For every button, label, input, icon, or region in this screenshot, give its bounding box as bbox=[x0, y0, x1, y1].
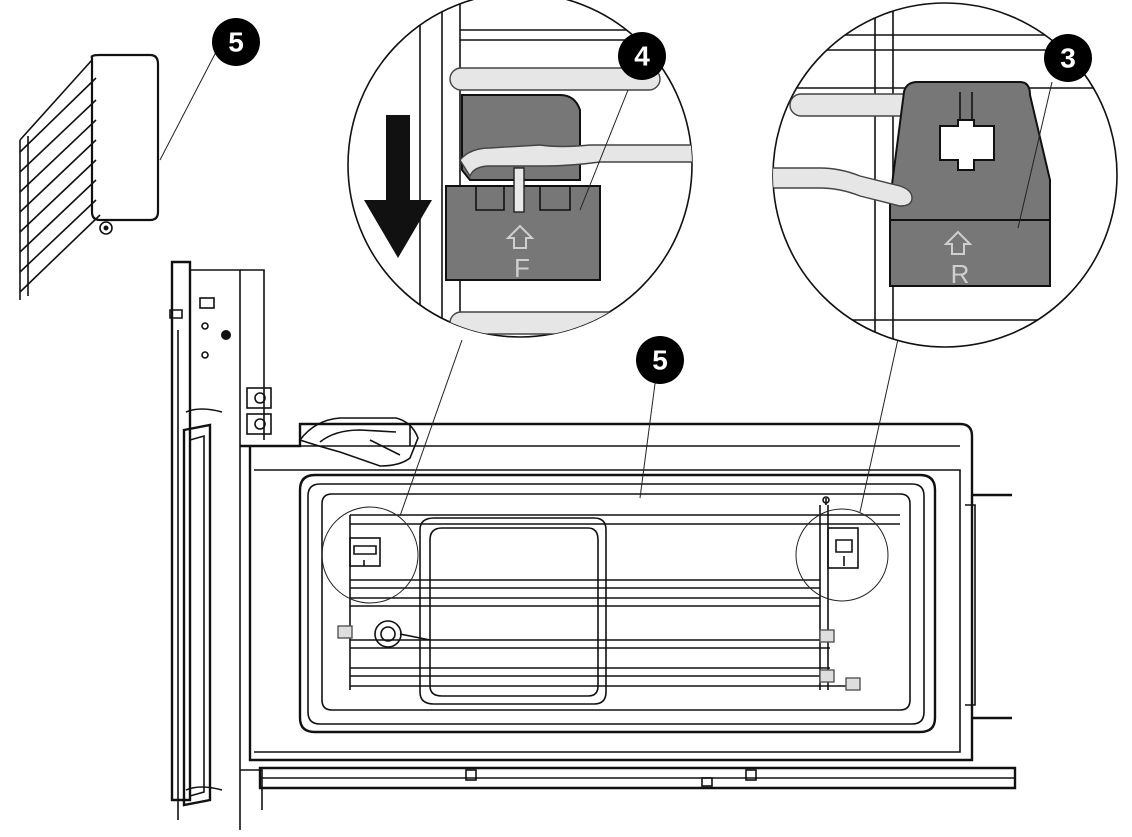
front-clip-detail-circle-small bbox=[321, 506, 419, 604]
leader-line-5-top-left bbox=[159, 51, 217, 161]
svg-text:5: 5 bbox=[652, 345, 668, 376]
svg-text:4: 4 bbox=[634, 41, 650, 72]
rear-clip-detail-circle-small bbox=[795, 508, 889, 602]
leader-line-4 bbox=[579, 89, 629, 211]
svg-text:5: 5 bbox=[228, 27, 244, 58]
top-handle-bracket bbox=[298, 417, 419, 467]
callout-5-center: 5 bbox=[636, 336, 684, 384]
callout-3: 3 bbox=[1044, 34, 1092, 82]
oven-door-frame bbox=[169, 260, 272, 830]
callout-4: 4 bbox=[618, 32, 666, 80]
rear-clip-magnified-view: R bbox=[772, 2, 1118, 348]
side-rack-sketch bbox=[19, 53, 160, 300]
svg-text:3: 3 bbox=[1060, 43, 1076, 74]
rear-clip-letter: R bbox=[951, 259, 970, 289]
front-clip-letter: F bbox=[514, 253, 530, 283]
leader-line-5-center bbox=[639, 375, 657, 499]
callout-5-top-left: 5 bbox=[212, 18, 260, 66]
main-wire-rack bbox=[337, 496, 900, 705]
front-clip-magnified-view: F bbox=[347, 0, 693, 338]
oven-cavity bbox=[240, 422, 1017, 810]
down-arrow-icon bbox=[364, 115, 432, 258]
leader-line-3 bbox=[1017, 81, 1053, 229]
